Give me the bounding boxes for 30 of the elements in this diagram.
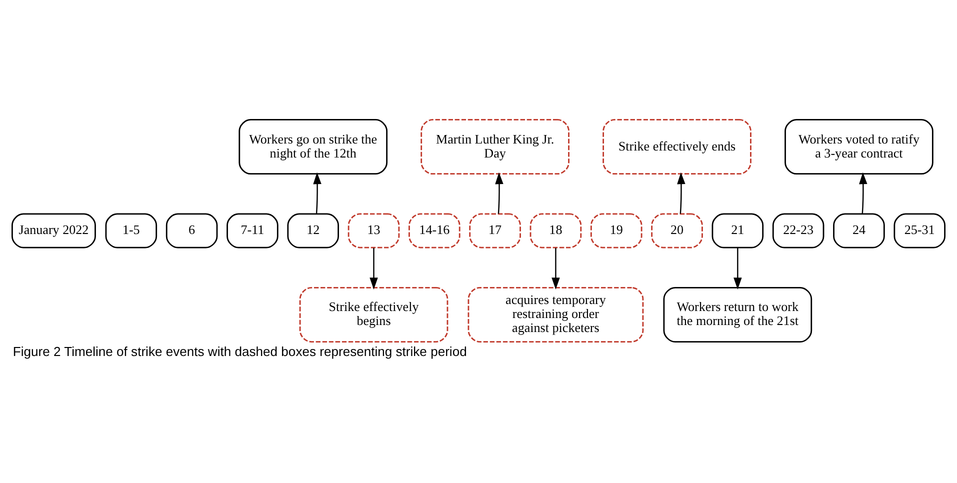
node-box: Workers voted to ratify a 3-year contract	[784, 119, 934, 175]
caption: Figure 2 Timeline of strike events with dashed boxes representing strike period	[12, 344, 467, 359]
node-box: 22-23	[772, 213, 824, 248]
node-box: Martin Luther King Jr. Day	[420, 119, 570, 175]
arrow	[677, 172, 686, 214]
node-box: 1-5	[105, 213, 158, 248]
node-box: 12	[287, 213, 339, 248]
node-box: Workers go on strike the night of the 12th	[238, 119, 388, 175]
node-box: 6	[166, 213, 218, 248]
arrow	[859, 172, 868, 214]
node-box: Workers return to work the morning of the 21st	[663, 287, 812, 342]
node-box: 18	[530, 213, 582, 248]
node-box: 13	[348, 213, 400, 248]
node-box: 25-31	[894, 213, 946, 248]
node-box: 17	[469, 213, 521, 248]
node-box: Strike effectively begins	[299, 287, 448, 342]
node-box: 19	[590, 213, 642, 248]
node-box: 24	[833, 213, 885, 248]
node-box: 7-11	[226, 213, 278, 248]
node-box: 14-16	[408, 213, 460, 248]
node-box: 20	[651, 213, 703, 248]
node-box: acquires temporary restraining order against picketers	[468, 287, 644, 342]
node-box: January 2022	[12, 213, 96, 248]
arrow	[495, 172, 504, 214]
arrow	[370, 248, 378, 290]
node-box: 21	[712, 213, 764, 248]
arrow	[734, 248, 742, 290]
arrow	[313, 172, 322, 214]
arrow	[552, 248, 560, 290]
node-box: Strike effectively ends	[602, 119, 752, 175]
